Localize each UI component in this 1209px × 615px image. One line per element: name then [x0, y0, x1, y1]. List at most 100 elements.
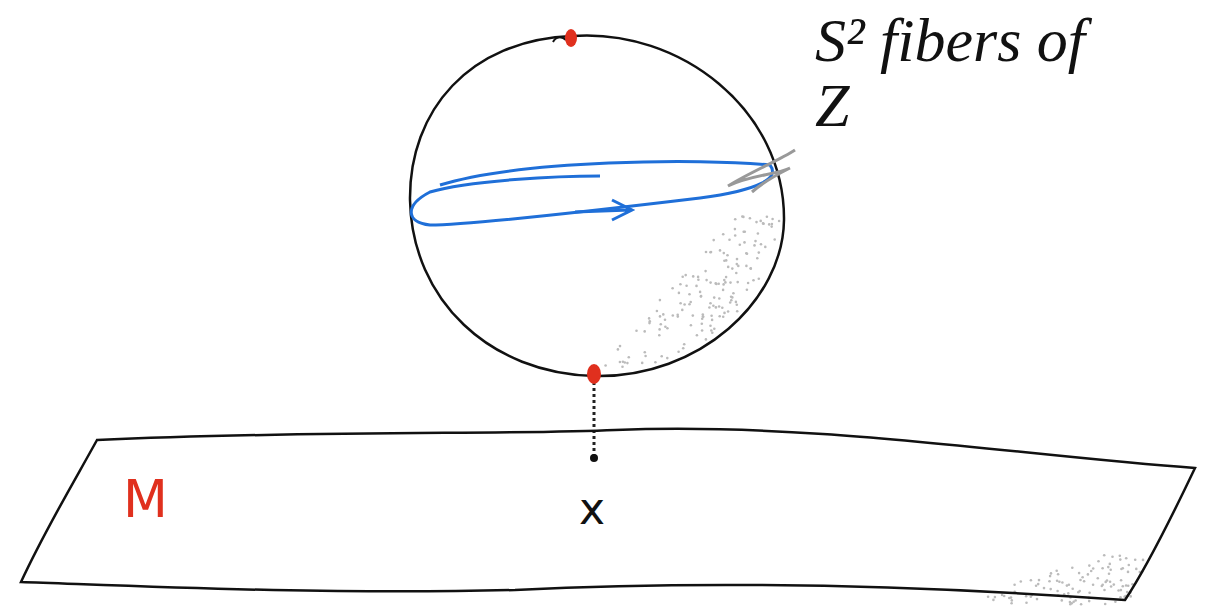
shading-dot	[1058, 581, 1061, 584]
shading-dot	[654, 361, 657, 364]
shading-dot	[1092, 583, 1095, 586]
shading-dot	[771, 218, 774, 221]
shading-dot	[718, 315, 721, 318]
shading-dot	[1113, 583, 1116, 586]
shading-dot	[622, 361, 625, 364]
shading-dot	[1108, 573, 1111, 576]
shading-dot	[759, 220, 762, 223]
shading-dot	[689, 301, 692, 304]
shading-dot	[1074, 599, 1077, 602]
shading-dot	[717, 282, 720, 285]
shading-dot	[1010, 602, 1013, 605]
shading-dot	[1117, 589, 1120, 592]
shading-dot	[641, 362, 644, 365]
shading-dot	[1081, 576, 1084, 579]
shading-dot	[721, 306, 724, 309]
shading-dot	[1119, 596, 1122, 599]
shading-dot	[679, 302, 682, 305]
shading-dot	[1071, 566, 1074, 569]
fiber-projection	[593, 382, 596, 455]
shading-dot	[1129, 595, 1132, 598]
shading-dot	[992, 599, 995, 602]
shading-dot	[702, 315, 705, 318]
shading-dot	[701, 317, 704, 320]
shading-dot	[1134, 558, 1137, 561]
shading-dot	[683, 343, 686, 346]
shading-dot	[658, 328, 661, 331]
shading-dot	[660, 355, 663, 358]
shading-dot	[735, 272, 738, 275]
shading-dot	[736, 281, 739, 284]
shading-dot	[1110, 585, 1113, 588]
shading-dot	[1104, 603, 1107, 606]
shading-dot	[735, 301, 738, 304]
shading-dot	[1069, 601, 1072, 604]
shading-dot	[696, 334, 699, 337]
shading-dot	[726, 254, 729, 257]
shading-dot	[1043, 587, 1046, 590]
shading-dot	[715, 283, 718, 286]
shading-dot	[729, 301, 732, 304]
shading-dot	[713, 328, 716, 331]
fiber-annotation: S² fibers of Z	[815, 8, 1115, 138]
shading-dot	[1013, 583, 1016, 586]
shading-dot	[1088, 591, 1091, 594]
shading-dot	[723, 279, 726, 282]
shading-dot	[679, 283, 682, 286]
shading-dot	[644, 355, 647, 358]
shading-dot	[677, 351, 680, 354]
shading-dot	[713, 296, 716, 299]
shading-dot	[708, 306, 711, 309]
shading-dot	[1010, 596, 1013, 599]
shading-dot	[649, 320, 652, 323]
shading-dot	[709, 302, 712, 305]
shading-dot	[699, 291, 702, 294]
shading-dot	[987, 596, 990, 599]
shading-dot	[1125, 557, 1128, 560]
shading-dot	[736, 263, 739, 266]
shading-dot	[635, 329, 638, 332]
shading-dot	[644, 351, 647, 354]
shading-dot	[1078, 590, 1081, 593]
shading-dot	[1087, 573, 1090, 576]
shading-dot	[1001, 594, 1004, 597]
shading-dot	[757, 232, 760, 235]
shading-dot	[701, 322, 704, 325]
shading-dot	[1035, 584, 1038, 587]
north-pole-dot	[565, 29, 577, 47]
shading-dot	[747, 282, 750, 285]
shading-dot	[619, 345, 622, 348]
manifold-name: M	[123, 472, 168, 527]
shading-dot	[752, 279, 755, 282]
shading-dot	[745, 252, 748, 255]
shading-dot	[1114, 600, 1117, 603]
shading-dot	[1049, 588, 1052, 591]
shading-dot	[731, 296, 734, 299]
manifold-band: Mx	[15, 400, 1205, 610]
shading-dot	[1056, 590, 1059, 593]
shading-dot	[1055, 570, 1058, 573]
shading-dot	[1097, 560, 1100, 563]
equator-loop	[411, 162, 772, 225]
shading-dot	[1103, 589, 1106, 592]
shading-dot	[1011, 599, 1014, 602]
shading-dot	[1120, 579, 1123, 582]
shading-dot	[1078, 572, 1081, 575]
shading-dot	[736, 303, 739, 306]
shading-dot	[711, 332, 714, 335]
shading-dot	[705, 338, 708, 341]
shading-dot	[994, 596, 997, 599]
shading-dot	[758, 277, 761, 280]
shading-dot	[746, 288, 749, 291]
shading-dots	[604, 215, 1144, 605]
base-point	[590, 454, 598, 462]
shading-dot	[683, 303, 686, 306]
shading-dot	[704, 270, 707, 273]
shading-dot	[1067, 592, 1070, 595]
shading-dot	[750, 268, 753, 271]
shading-dot	[671, 287, 674, 290]
shading-dot	[1038, 579, 1041, 582]
shading-dot	[718, 305, 721, 308]
shading-dot	[756, 257, 759, 260]
shading-dot	[1090, 570, 1093, 573]
